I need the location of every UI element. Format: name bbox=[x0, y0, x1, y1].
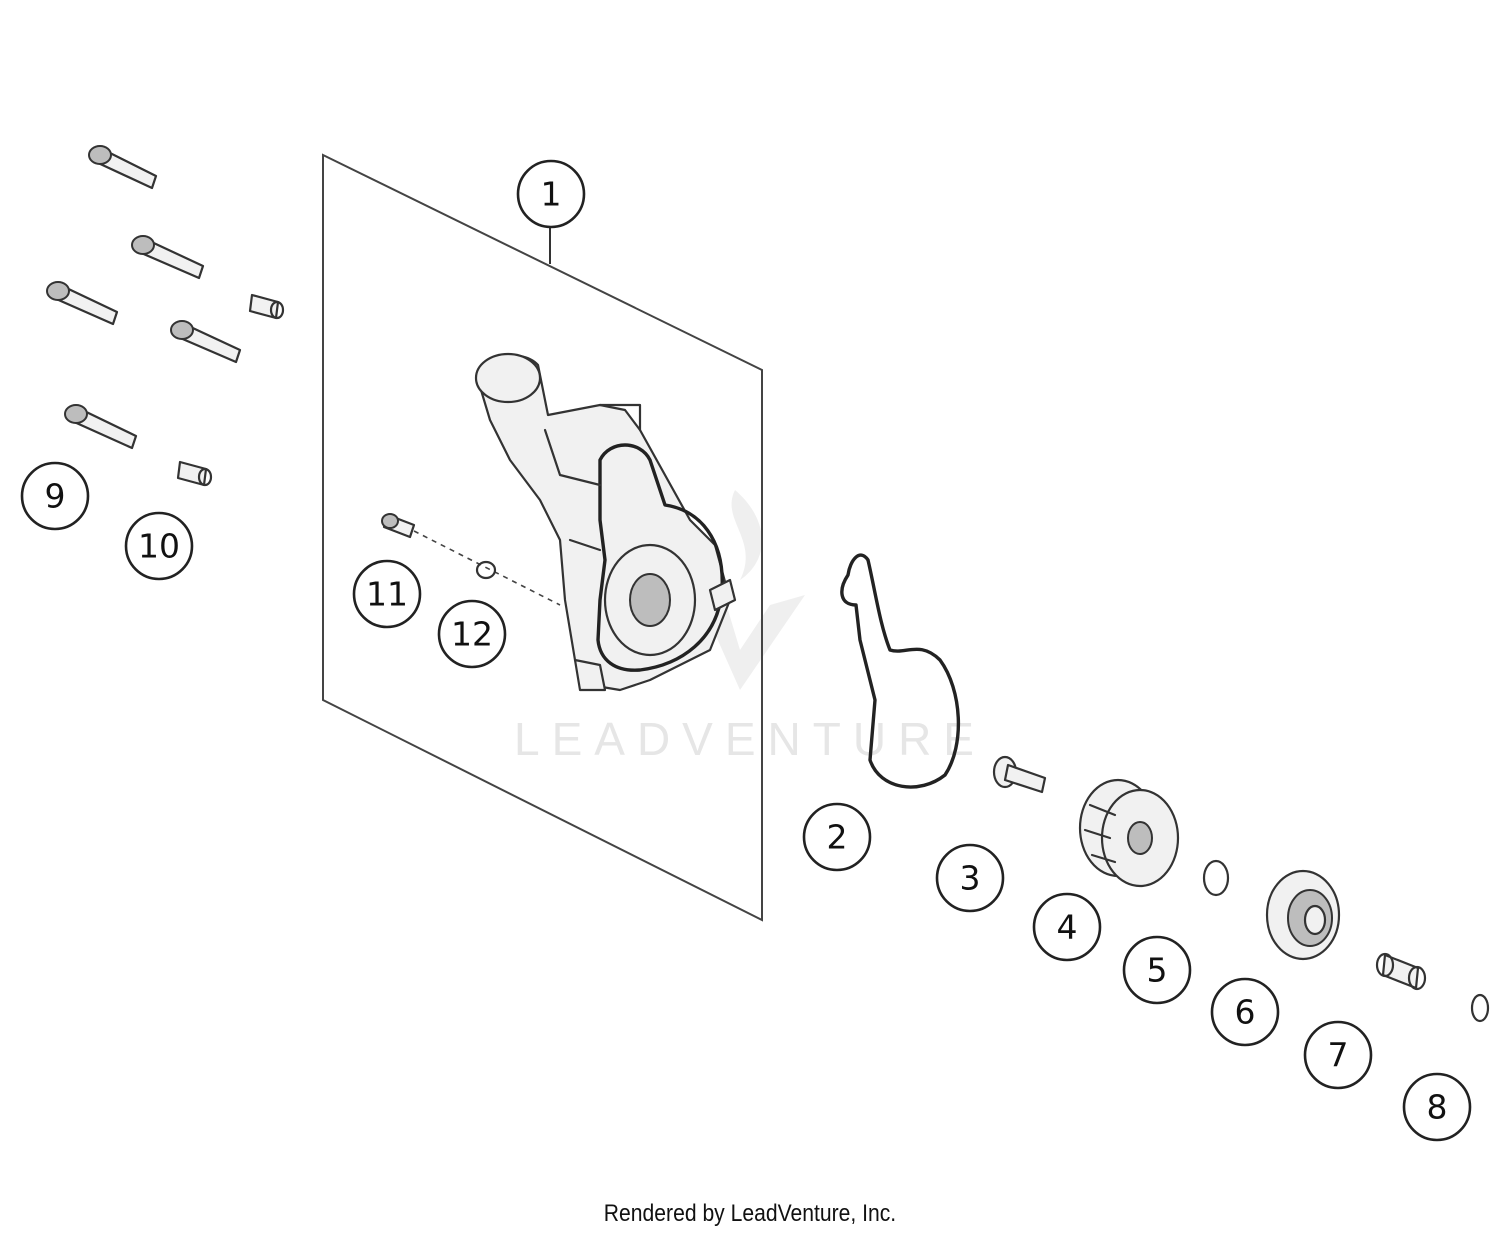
bolt bbox=[88, 145, 158, 190]
bolt bbox=[64, 404, 138, 450]
svg-text:10: 10 bbox=[138, 527, 180, 566]
callout-6: 6 bbox=[1210, 977, 1280, 1047]
ring-5 bbox=[1202, 859, 1230, 897]
water-pump-cover bbox=[474, 352, 737, 692]
bolt bbox=[131, 235, 205, 280]
svg-text:11: 11 bbox=[366, 575, 408, 614]
o-ring-8 bbox=[1470, 993, 1490, 1023]
seal-6 bbox=[1265, 869, 1341, 961]
svg-text:3: 3 bbox=[960, 859, 981, 898]
callout-8: 8 bbox=[1402, 1072, 1472, 1142]
callout-5: 5 bbox=[1122, 935, 1192, 1005]
callout-11: 11 bbox=[352, 559, 422, 629]
assembly-frame bbox=[322, 153, 763, 922]
svg-text:6: 6 bbox=[1235, 993, 1256, 1032]
callout-1: 1 bbox=[516, 159, 586, 229]
bolts-9 bbox=[46, 145, 242, 450]
bolt bbox=[46, 281, 119, 326]
svg-text:12: 12 bbox=[451, 615, 493, 654]
callout-12: 12 bbox=[437, 599, 507, 669]
callout-3: 3 bbox=[935, 843, 1005, 913]
sleeve-7 bbox=[1375, 952, 1427, 991]
dowels-10 bbox=[176, 293, 285, 487]
footer-credit: Rendered by LeadVenture, Inc. bbox=[603, 1200, 897, 1227]
svg-text:5: 5 bbox=[1147, 951, 1168, 990]
svg-text:9: 9 bbox=[45, 477, 66, 516]
impeller-bolt-3 bbox=[992, 755, 1047, 794]
svg-text:8: 8 bbox=[1427, 1088, 1448, 1127]
bolt bbox=[170, 320, 242, 364]
gasket-2 bbox=[840, 553, 961, 789]
svg-text:4: 4 bbox=[1057, 908, 1078, 947]
watermark-text: LEADVENTURE bbox=[514, 713, 986, 765]
callout-7: 7 bbox=[1303, 1020, 1373, 1090]
impeller-4 bbox=[1078, 778, 1180, 888]
svg-text:2: 2 bbox=[827, 818, 848, 857]
svg-text:7: 7 bbox=[1328, 1036, 1349, 1075]
watermark: LEADVENTURE bbox=[514, 490, 986, 765]
callout-10: 10 bbox=[124, 511, 194, 581]
callout-4: 4 bbox=[1032, 892, 1102, 962]
screw-11 bbox=[381, 513, 561, 606]
callout-2: 2 bbox=[802, 802, 872, 872]
svg-text:1: 1 bbox=[541, 175, 562, 214]
callout-9: 9 bbox=[20, 461, 90, 531]
washer-12 bbox=[475, 560, 497, 580]
